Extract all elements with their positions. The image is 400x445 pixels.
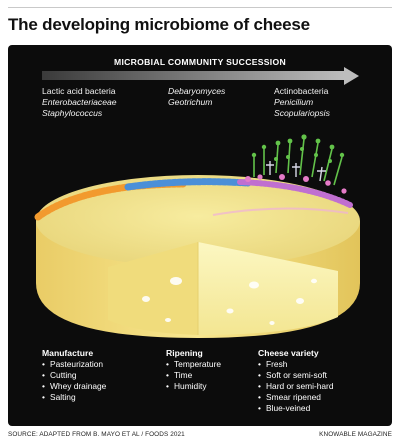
succession-heading: MICROBIAL COMMUNITY SUCCESSION — [114, 57, 286, 67]
stage-item: Blue-veined — [258, 403, 334, 414]
stage-ripening: Ripening Temperature Time Humidity — [166, 348, 221, 392]
stage-cheese-variety: Cheese variety Fresh Soft or semi-soft H… — [258, 348, 334, 414]
taxon-label: Staphylococcus — [42, 108, 103, 118]
stage-item: Time — [166, 370, 221, 381]
taxon-label: Geotrichum — [168, 97, 213, 107]
mold-band — [237, 179, 353, 208]
hyphae-icon — [266, 161, 326, 182]
taxa-group-early: Lactic acid bacteria Enterobacteriaceae … — [42, 86, 117, 119]
taxon-label: Actinobacteria — [274, 86, 329, 96]
source-credit: SOURCE: ADAPTED FROM B. MAYO ET AL / FOO… — [8, 431, 185, 438]
colonies-icon — [245, 174, 347, 194]
stage-item: Humidity — [166, 381, 221, 392]
stage-manufacture: Manufacture Pasteurization Cutting Whey … — [42, 348, 106, 403]
succession-arrow-head — [344, 66, 359, 85]
publisher-credit: KNOWABLE MAGAZINE — [319, 431, 392, 438]
stage-item: Fresh — [258, 359, 334, 370]
taxon-label: Lactic acid bacteria — [42, 86, 116, 96]
taxon-label: Penicilium — [274, 97, 314, 107]
mold-spores-icon — [251, 134, 345, 163]
stage-heading: Manufacture — [42, 348, 94, 358]
page-title: The developing microbiome of cheese — [8, 15, 310, 34]
stage-item: Temperature — [166, 359, 221, 370]
diagram-panel: MICROBIAL COMMUNITY SUCCESSION Lactic ac… — [8, 45, 392, 426]
rind-sheen — [212, 207, 349, 216]
stage-heading: Cheese variety — [258, 348, 319, 358]
wedge-left-face — [108, 242, 198, 335]
taxon-label: Scopulariopsis — [274, 108, 330, 118]
yeast-band — [124, 178, 252, 191]
cheese-holes — [142, 277, 317, 325]
stage-item: Cutting — [42, 370, 106, 381]
taxon-label: Enterobacteriaceae — [42, 97, 117, 107]
stage-item: Whey drainage — [42, 381, 106, 392]
stage-item: Pasteurization — [42, 359, 106, 370]
taxa-group-late: Actinobacteria Penicilium Scopulariopsis — [274, 86, 330, 119]
taxa-group-middle: Debaryomyces Geotrichum — [168, 86, 225, 108]
stage-heading: Ripening — [166, 348, 203, 358]
top-divider — [8, 7, 392, 8]
succession-arrow — [42, 71, 344, 80]
cheese-top-face — [36, 175, 360, 267]
cheese-wheel-illustration — [34, 134, 360, 338]
stage-item: Smear ripened — [258, 392, 334, 403]
stage-item: Hard or semi-hard — [258, 381, 334, 392]
stage-item: Salting — [42, 392, 106, 403]
taxon-label: Debaryomyces — [168, 86, 226, 96]
stage-item: Soft or semi-soft — [258, 370, 334, 381]
